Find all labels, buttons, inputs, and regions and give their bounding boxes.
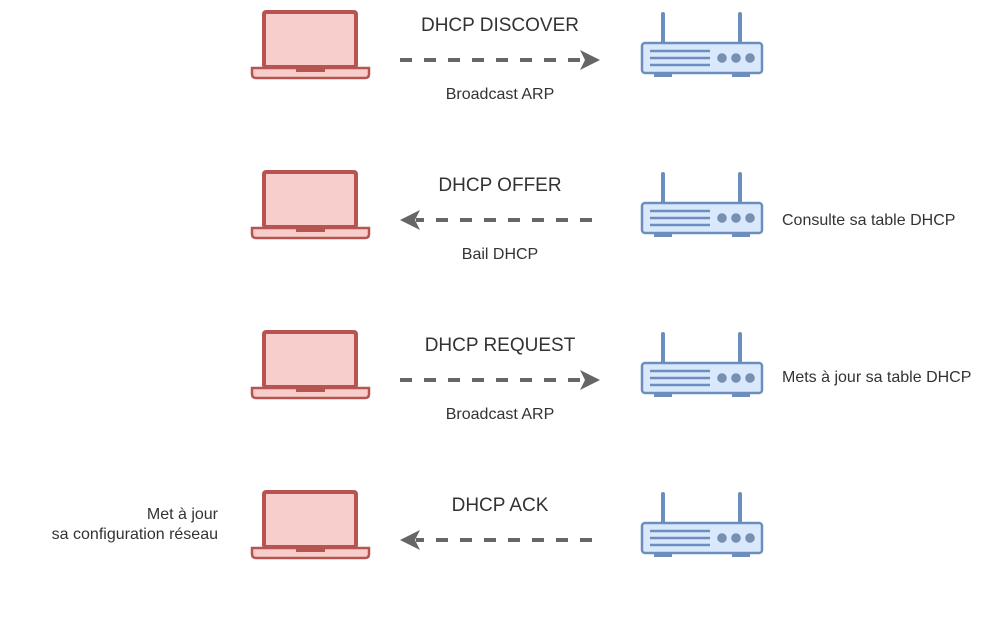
- arrow-right-icon: [398, 48, 602, 72]
- laptop-icon: [250, 170, 371, 240]
- router-icon: [640, 170, 764, 240]
- step-ack: Met à jour sa configuration réseau DHCP …: [0, 480, 1000, 640]
- laptop-icon: [250, 490, 371, 560]
- message-title: DHCP OFFER: [438, 175, 562, 196]
- laptop-icon: [250, 330, 371, 400]
- message-title: DHCP ACK: [451, 495, 549, 516]
- router-icon: [640, 330, 764, 400]
- message-subtitle: Broadcast ARP: [445, 406, 555, 423]
- step-offer: DHCP OFFER Bail DHCP Consulte sa table D…: [0, 160, 1000, 320]
- step-discover: DHCP DISCOVER Broadcast ARP: [0, 0, 1000, 160]
- arrow-left-icon: [398, 528, 602, 552]
- arrow-left-icon: [398, 208, 602, 232]
- laptop-icon: [250, 10, 371, 80]
- message-title: DHCP REQUEST: [424, 335, 576, 356]
- arrow-right-icon: [398, 368, 602, 392]
- message-subtitle: Bail DHCP: [461, 246, 539, 263]
- client-note-line-1: Met à jour: [146, 506, 218, 523]
- router-icon: [640, 10, 764, 80]
- message-subtitle: Broadcast ARP: [445, 86, 555, 103]
- message-title: DHCP DISCOVER: [420, 15, 579, 36]
- client-note: Met à jour sa configuration réseau: [52, 505, 218, 545]
- server-note: Consulte sa table DHCP: [782, 212, 956, 229]
- step-request: DHCP REQUEST Broadcast ARP Mets à jour s…: [0, 320, 1000, 480]
- router-icon: [640, 490, 764, 560]
- client-note-line-2: sa configuration réseau: [51, 526, 218, 543]
- server-note: Mets à jour sa table DHCP: [782, 369, 972, 386]
